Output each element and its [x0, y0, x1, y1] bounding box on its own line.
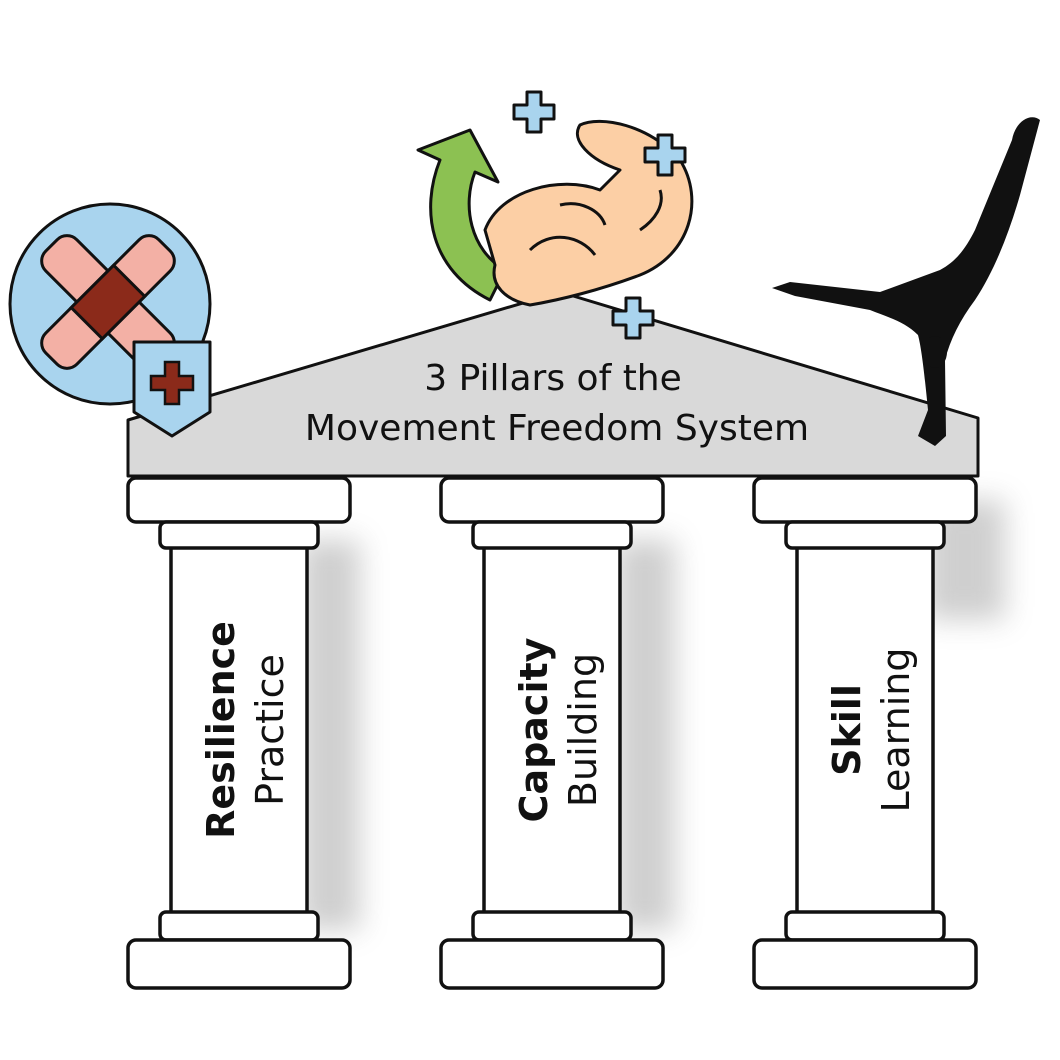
pillar-base: [126, 938, 352, 990]
pillar-base-upper: [158, 910, 320, 942]
pillar-capital-neck: [784, 520, 946, 550]
pillar-base-upper: [471, 910, 633, 942]
roof-pediment: 3 Pillars of the Movement Freedom System: [126, 290, 980, 478]
pillar-base-upper: [784, 910, 946, 942]
title-line-1: 3 Pillars of the: [424, 358, 682, 399]
pillar-capital: [126, 476, 352, 524]
pillar-regular-label: Building: [561, 653, 605, 807]
pillar-capital: [439, 476, 665, 524]
title-line-2: Movement Freedom System: [305, 408, 809, 449]
pillar-capital: [752, 476, 978, 524]
pillar-shaft: [482, 544, 622, 916]
pillar-regular-label: Learning: [874, 648, 918, 813]
pillar-shaft: [169, 544, 309, 916]
pillar-capital-neck: [471, 520, 633, 550]
pillar-bold-label: Resilience: [199, 621, 243, 839]
pillar-base: [752, 938, 978, 990]
flexed-arm-icon: [416, 90, 694, 340]
handstand-silhouette-icon: [772, 117, 1040, 446]
pillar-bold-label: Skill: [825, 684, 869, 776]
pillar-shadows: [300, 500, 1005, 930]
pillar-base: [439, 938, 665, 990]
pillar-capital-neck: [158, 520, 320, 550]
pillar-shaft: [795, 544, 935, 916]
bandage-icon: [8, 202, 212, 438]
medical-shield-icon: [132, 340, 212, 438]
plus-icon: [512, 90, 556, 134]
pillar-bold-label: Capacity: [512, 637, 556, 822]
pillar-regular-label: Practice: [248, 654, 292, 806]
